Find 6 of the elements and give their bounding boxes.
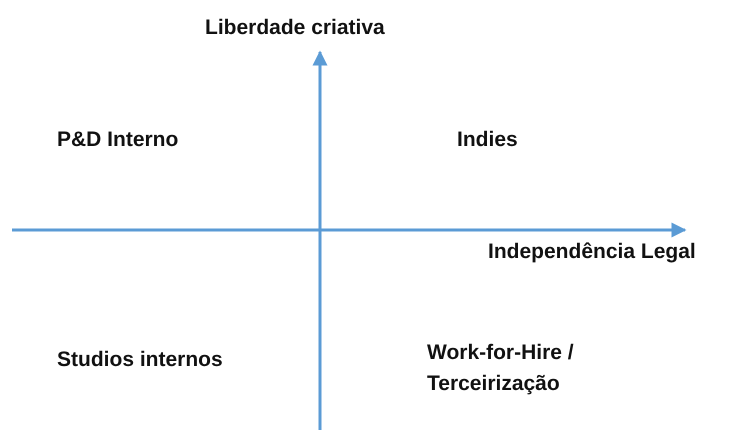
axis-label: Independência Legal — [488, 239, 697, 265]
quadrant-label: Studios internos — [57, 347, 224, 373]
axis-label: Liberdade criativa — [205, 15, 386, 41]
quadrant-label: P&D Interno — [57, 127, 180, 153]
quadrant-label: Work-for-Hire / Terceirização — [427, 340, 575, 397]
quadrant-label: Indies — [457, 127, 519, 153]
